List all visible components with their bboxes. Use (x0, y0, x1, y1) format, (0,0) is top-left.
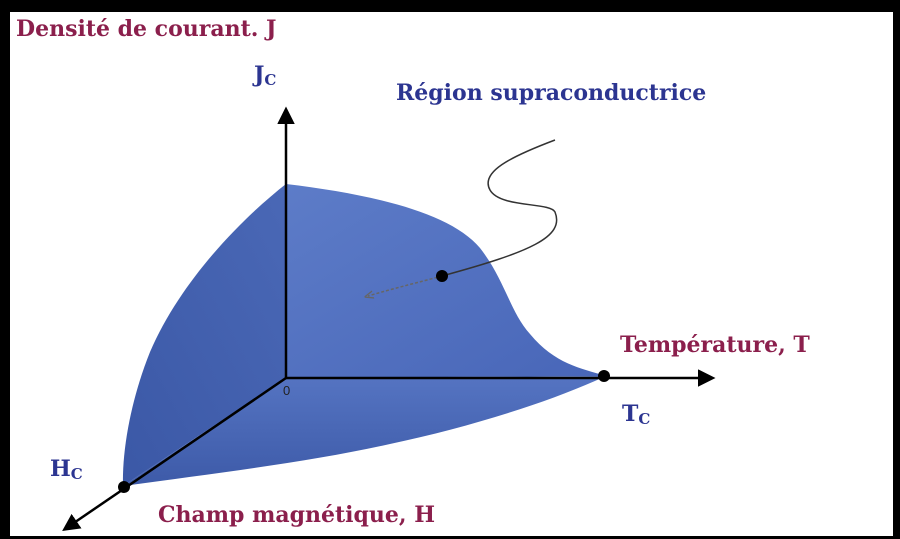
hc-symbol: H (50, 456, 71, 482)
hc-label: HC (50, 458, 83, 482)
h-axis (62, 376, 287, 531)
region-pointer-curve (441, 139, 558, 277)
field-axis-label: Champ magnétique, H (158, 502, 435, 528)
diagram-title: Densité de courant. J (16, 16, 277, 42)
hc-point (118, 481, 130, 493)
jc-symbol: J (254, 62, 265, 88)
temperature-axis-label: Température, T (620, 332, 810, 358)
region-pointer-dashed (368, 275, 443, 296)
surface-face-th (123, 376, 606, 486)
tc-symbol: T (622, 401, 639, 427)
jc-subscript: C (264, 71, 277, 89)
diagram-canvas: Densité de courant. J JC Région supracon… (10, 12, 893, 536)
jc-label: JC (254, 64, 276, 88)
tc-label: TC (622, 403, 650, 427)
hc-subscript: C (70, 465, 83, 483)
diagram-graphic (62, 106, 716, 531)
region-label: Région supraconductrice (396, 80, 707, 106)
surface-face-jh (122, 184, 286, 486)
origin-label: 0 (283, 383, 291, 398)
tc-point (598, 370, 610, 382)
surface-face-jt (286, 184, 606, 378)
region-pointer-dot (436, 270, 448, 282)
tc-subscript: C (638, 410, 651, 428)
